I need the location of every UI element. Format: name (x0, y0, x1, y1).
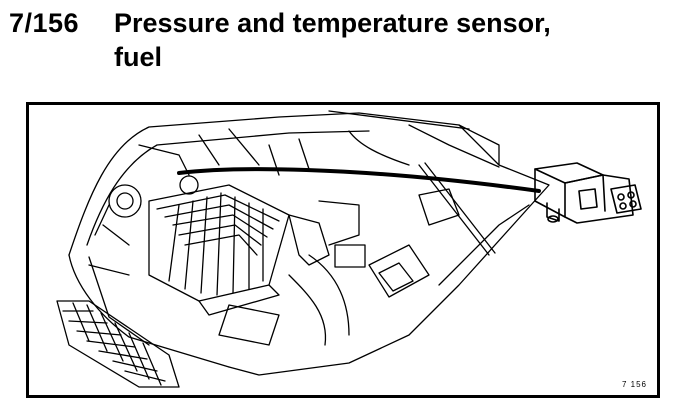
sensor-pointer-line (177, 167, 541, 193)
engine-cover (108, 175, 290, 316)
front-grille (56, 300, 180, 388)
illustration-frame: 7 156 (26, 102, 660, 398)
pressure-temperature-sensor-detail (534, 162, 642, 224)
engine-bay-illustration (56, 110, 642, 388)
page-title-line-1: Pressure and temperature sensor, (114, 8, 551, 38)
engine-components (88, 124, 500, 346)
page-title-line-2: fuel (114, 42, 163, 72)
figure-reference-number: 7 156 (621, 380, 647, 389)
car-body-outline (68, 110, 550, 376)
section-code: 7/156 (9, 8, 80, 38)
page-heading: 7/156 Pressure and temperature sensor, f… (0, 0, 688, 90)
